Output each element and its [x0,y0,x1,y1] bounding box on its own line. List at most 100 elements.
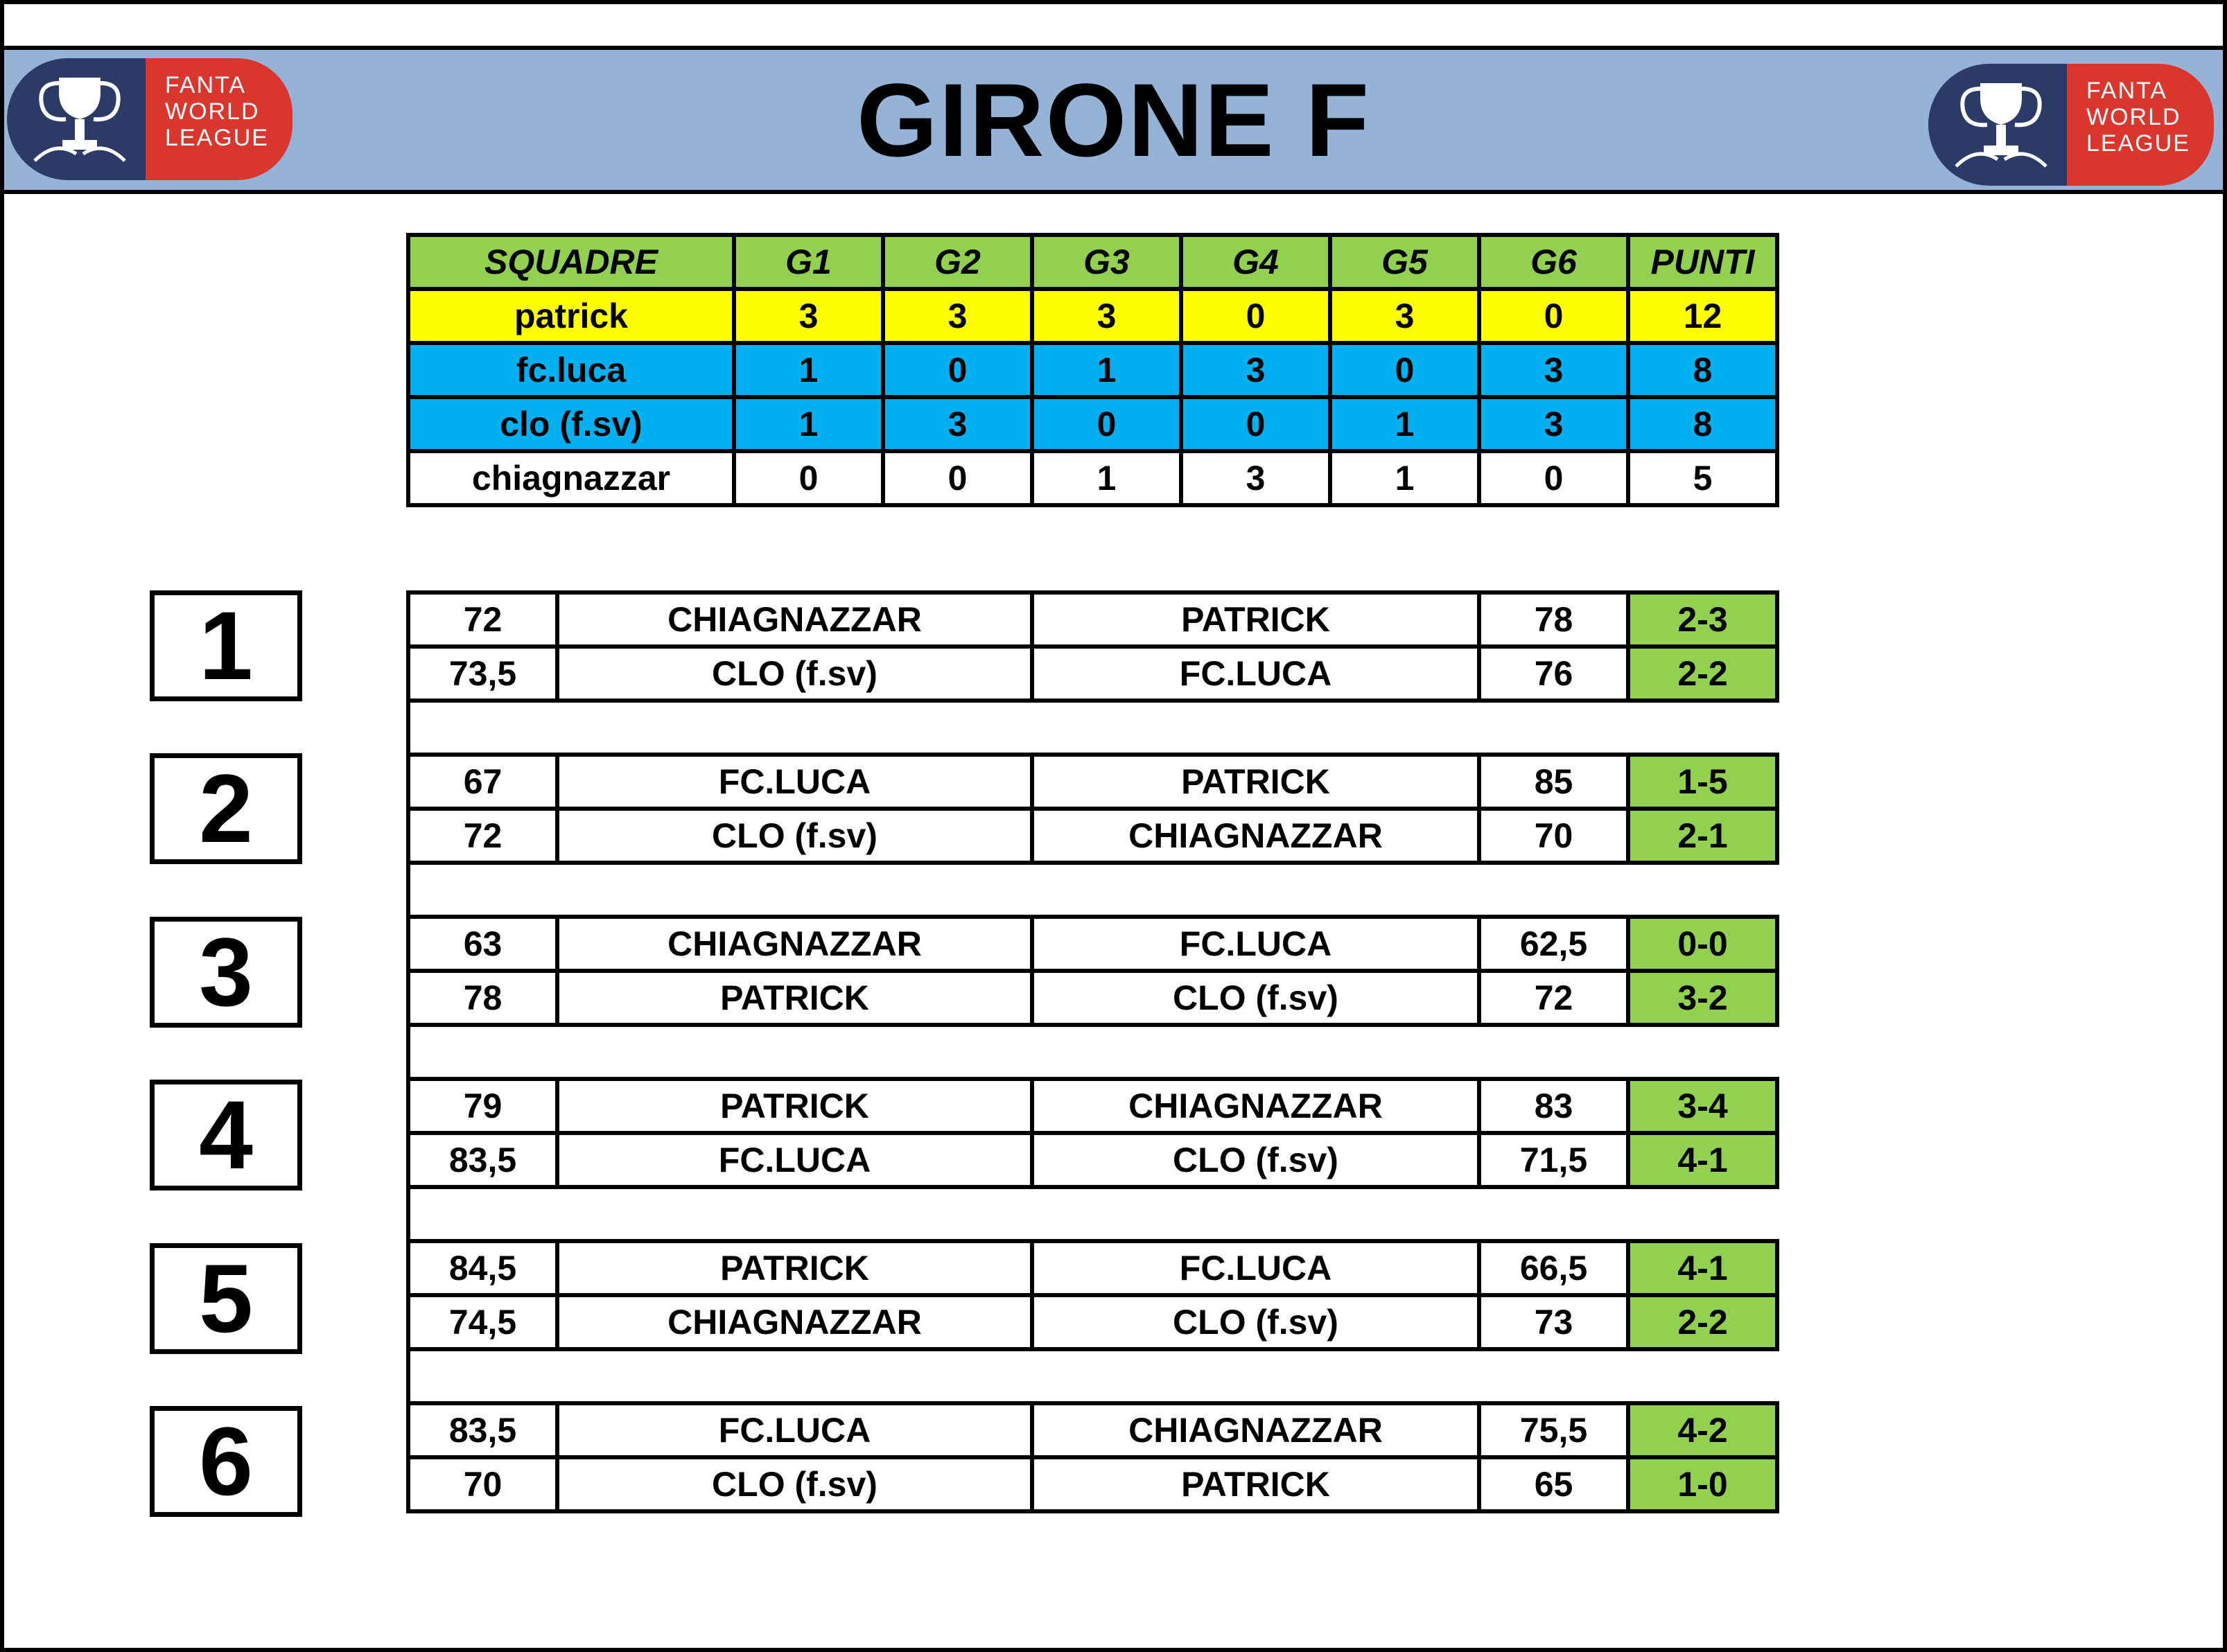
standings-table: SQUADRE G1 G2 G3 G4 G5 G6 PUNTI patrick … [406,233,1779,507]
game-points: 0 [1179,395,1332,453]
match-row: 72 CHIAGNAZZAR PATRICK 78 2-3 [406,590,1779,649]
column-header: PUNTI [1626,233,1779,291]
game-points: 0 [1477,287,1630,345]
match-row: 84,5 PATRICK FC.LUCA 66,5 4-1 [406,1239,1779,1297]
match-result: 2-3 [1626,590,1779,649]
league-logo-left: FANTA WORLD LEAGUE [7,58,292,180]
round-spacer [406,1025,1777,1079]
round-number-box: 1 [150,590,302,701]
game-points: 0 [1328,341,1481,399]
game-points: 3 [1030,287,1183,345]
game-points: 3 [1179,341,1332,399]
logo-text-line: LEAGUE [165,125,269,151]
total-points: 8 [1626,395,1779,453]
home-score: 72 [406,590,559,649]
away-team: CHIAGNAZZAR [1030,1077,1481,1135]
round-spacer [406,701,1777,755]
home-score: 79 [406,1077,559,1135]
home-team: FC.LUCA [555,1131,1034,1189]
league-name-plate: FANTA WORLD LEAGUE [146,58,292,180]
logo-text-line: WORLD [2086,104,2181,130]
away-team: FC.LUCA [1030,1239,1481,1297]
logo-text-line: FANTA [165,72,247,98]
away-team: FC.LUCA [1030,915,1481,973]
game-points: 3 [1179,449,1332,507]
round-spacer [406,863,1777,917]
table-row: clo (f.sv) 1 3 0 0 1 3 8 [406,395,1779,453]
match-result: 4-2 [1626,1401,1779,1459]
away-score: 73 [1477,1293,1630,1351]
match-row: 63 CHIAGNAZZAR FC.LUCA 62,5 0-0 [406,915,1779,973]
team-name: fc.luca [406,341,736,399]
game-points: 0 [881,341,1034,399]
home-team: PATRICK [555,1077,1034,1135]
spacer-cell [406,1187,1777,1241]
round-number-box: 5 [150,1243,302,1354]
match-result: 3-4 [1626,1077,1779,1135]
away-score: 70 [1477,807,1630,865]
round-number-box: 6 [150,1406,302,1517]
game-points: 3 [1328,287,1481,345]
column-header: G5 [1328,233,1481,291]
away-score: 65 [1477,1455,1630,1513]
game-points: 0 [1179,287,1332,345]
away-score: 83 [1477,1077,1630,1135]
column-header: G1 [732,233,885,291]
home-score: 84,5 [406,1239,559,1297]
page-title: GIRONE F [856,62,1371,178]
match-row: 79 PATRICK CHIAGNAZZAR 83 3-4 [406,1077,1779,1135]
table-row: chiagnazzar 0 0 1 3 1 0 5 [406,449,1779,507]
spacer-cell [406,1349,1777,1403]
away-team: CLO (f.sv) [1030,969,1481,1027]
home-score: 83,5 [406,1131,559,1189]
match-row: 83,5 FC.LUCA CHIAGNAZZAR 75,5 4-2 [406,1401,1779,1459]
away-score: 85 [1477,753,1630,811]
game-points: 0 [1030,395,1183,453]
logo-text-line: WORLD [165,98,260,125]
home-team: CLO (f.sv) [555,644,1034,703]
home-team: PATRICK [555,1239,1034,1297]
game-points: 3 [732,287,885,345]
game-points: 1 [1328,449,1481,507]
spacer-cell [406,1025,1777,1079]
match-result: 0-0 [1626,915,1779,973]
game-points: 0 [881,449,1034,507]
trophy-icon [1928,64,2074,186]
home-team: CHIAGNAZZAR [555,590,1034,649]
away-score: 71,5 [1477,1131,1630,1189]
logo-text-line: FANTA [2086,78,2168,104]
game-points: 0 [1477,449,1630,507]
away-team: CLO (f.sv) [1030,1131,1481,1189]
round-number-box: 2 [150,753,302,864]
league-logo-right: FANTA WORLD LEAGUE [1928,64,2214,186]
match-row: 74,5 CHIAGNAZZAR CLO (f.sv) 73 2-2 [406,1293,1779,1351]
round-number-box: 3 [150,917,302,1028]
away-team: CHIAGNAZZAR [1030,807,1481,865]
game-points: 1 [1030,341,1183,399]
trophy-icon [7,58,152,180]
column-header: SQUADRE [406,233,736,291]
game-points: 1 [732,341,885,399]
home-team: FC.LUCA [555,1401,1034,1459]
match-row: 73,5 CLO (f.sv) FC.LUCA 76 2-2 [406,644,1779,703]
match-result: 3-2 [1626,969,1779,1027]
table-row: fc.luca 1 0 1 3 0 3 8 [406,341,1779,399]
away-score: 76 [1477,644,1630,703]
column-header: G3 [1030,233,1183,291]
match-result: 2-2 [1626,1293,1779,1351]
away-score: 62,5 [1477,915,1630,973]
game-points: 3 [1477,395,1630,453]
column-header: G6 [1477,233,1630,291]
total-points: 12 [1626,287,1779,345]
game-points: 1 [1328,395,1481,453]
away-team: PATRICK [1030,590,1481,649]
away-team: CLO (f.sv) [1030,1293,1481,1351]
game-points: 0 [732,449,885,507]
team-name: clo (f.sv) [406,395,736,453]
match-result: 4-1 [1626,1131,1779,1189]
header-banner: FANTA WORLD LEAGUE GIRONE F FANTA WORLD … [4,46,2223,194]
team-name: patrick [406,287,736,345]
match-result: 1-5 [1626,753,1779,811]
match-row: 83,5 FC.LUCA CLO (f.sv) 71,5 4-1 [406,1131,1779,1189]
away-team: PATRICK [1030,1455,1481,1513]
